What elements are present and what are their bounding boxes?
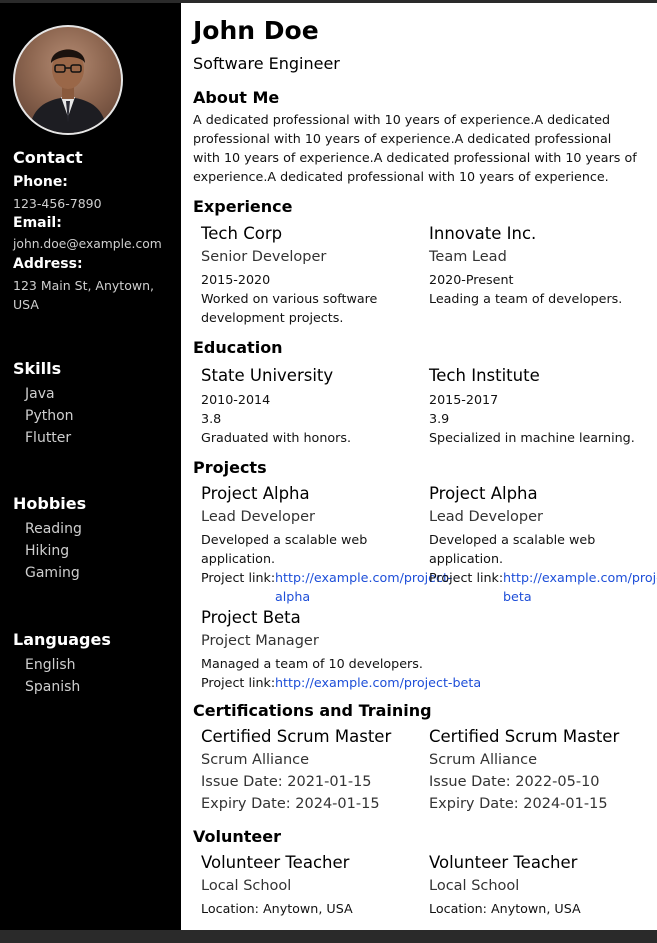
job-title: Software Engineer <box>193 54 340 73</box>
skills-heading: Skills <box>13 359 62 378</box>
certifications-heading: Certifications and Training <box>193 701 432 720</box>
language-item: English <box>25 657 76 673</box>
issue-date: Issue Date: 2021-01-15 <box>201 774 372 790</box>
position: Team Lead <box>429 249 507 265</box>
description: Leading a team of developers. <box>429 291 623 306</box>
certification-issuer: Scrum Alliance <box>201 752 310 768</box>
project-name: Project Alpha <box>201 484 310 503</box>
volunteer-location: Location: Anytown, USA <box>201 901 353 916</box>
projects-heading: Projects <box>193 458 267 477</box>
email-label: Email: <box>13 215 62 231</box>
email-value: john.doe@example.com <box>13 237 162 251</box>
volunteer-org: Local School <box>201 878 292 894</box>
volunteer-role: Volunteer Teacher <box>429 853 578 872</box>
project-role: Project Manager <box>201 633 319 649</box>
description: Worked on various software development p… <box>201 291 378 325</box>
project-name: Project Beta <box>201 608 301 627</box>
school-name: Tech Institute <box>429 366 540 385</box>
project-name: Project Alpha <box>429 484 538 503</box>
address-value: 123 Main St, Anytown, USA <box>13 278 154 312</box>
expiry-date: Expiry Date: 2024-01-15 <box>429 796 608 812</box>
phone-value: 123-456-7890 <box>13 196 102 211</box>
education-note: Specialized in machine learning. <box>429 430 635 445</box>
dates: 2020-Present <box>429 272 514 287</box>
hobby-item: Gaming <box>25 565 80 581</box>
hobby-item: Hiking <box>25 543 70 559</box>
school-name: State University <box>201 366 334 385</box>
project-description: Managed a team of 10 developers. <box>201 656 423 671</box>
expiry-date: Expiry Date: 2024-01-15 <box>201 796 380 812</box>
certification-name: Certified Scrum Master <box>429 727 620 746</box>
volunteer-org: Local School <box>429 878 520 894</box>
phone-label: Phone: <box>13 174 68 190</box>
contact-heading: Contact <box>13 148 83 167</box>
education-note: Graduated with honors. <box>201 430 351 445</box>
about-heading: About Me <box>193 88 280 107</box>
project-link[interactable]: http://example.com/project-beta <box>503 570 657 604</box>
project-role: Lead Developer <box>201 509 316 525</box>
gpa: 3.8 <box>201 411 222 426</box>
person-avatar-icon <box>29 49 107 133</box>
languages-heading: Languages <box>13 630 111 649</box>
education-heading: Education <box>193 338 283 357</box>
certification-name: Certified Scrum Master <box>201 727 392 746</box>
project-description: Developed a scalable web application. <box>201 532 368 566</box>
skill-item: Java <box>25 386 55 402</box>
position: Senior Developer <box>201 249 327 265</box>
project-description: Developed a scalable web application. <box>429 532 596 566</box>
project-link[interactable]: http://example.com/project-beta <box>275 675 482 690</box>
person-name: John Doe <box>193 16 319 45</box>
hobbies-heading: Hobbies <box>13 494 87 513</box>
volunteer-role: Volunteer Teacher <box>201 853 350 872</box>
hobby-item: Reading <box>25 521 82 537</box>
volunteer-location: Location: Anytown, USA <box>429 901 581 916</box>
profile-photo <box>13 25 123 135</box>
project-link-label: Project link: <box>201 675 276 690</box>
skill-item: Python <box>25 408 74 424</box>
dates: 2015-2017 <box>429 392 499 407</box>
gpa: 3.9 <box>429 411 450 426</box>
experience-heading: Experience <box>193 197 293 216</box>
company-name: Innovate Inc. <box>429 224 537 243</box>
volunteer-heading: Volunteer <box>193 827 282 846</box>
dates: 2015-2020 <box>201 272 271 287</box>
skill-item: Flutter <box>25 430 72 446</box>
project-link-label: Project link: <box>201 570 276 585</box>
project-role: Lead Developer <box>429 509 544 525</box>
language-item: Spanish <box>25 679 81 695</box>
certification-issuer: Scrum Alliance <box>429 752 538 768</box>
project-link[interactable]: http://example.com/project-alpha <box>275 570 453 604</box>
company-name: Tech Corp <box>201 224 283 243</box>
project-link-label: Project link: <box>429 570 504 585</box>
about-text: A dedicated professional with 10 years o… <box>193 112 637 184</box>
sidebar: Contact Phone: 123-456-7890 Email: john.… <box>0 3 181 930</box>
dates: 2010-2014 <box>201 392 271 407</box>
resume-page: Contact Phone: 123-456-7890 Email: john.… <box>0 3 657 930</box>
issue-date: Issue Date: 2022-05-10 <box>429 774 600 790</box>
address-label: Address: <box>13 256 83 272</box>
